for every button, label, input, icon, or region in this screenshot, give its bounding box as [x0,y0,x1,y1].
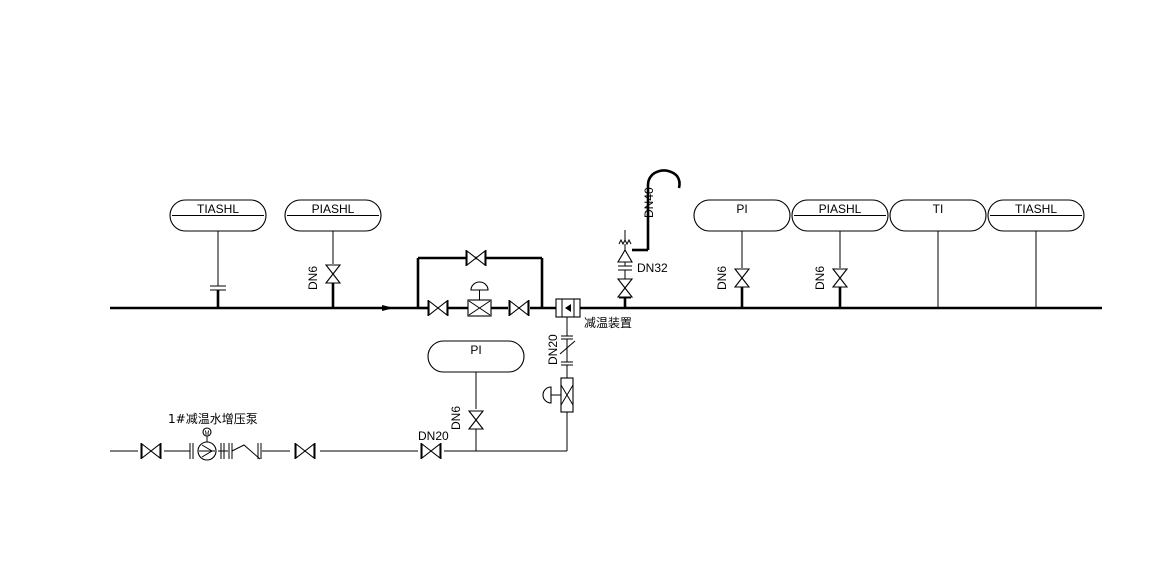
pump-label: 1#减温水增压泵 [168,412,258,426]
line-size-label: DN32 [637,261,668,275]
control-valve[interactable] [467,281,492,317]
root-valve[interactable] [734,268,750,288]
flow-arrow-icon [382,305,394,311]
desuperheater[interactable] [555,298,581,318]
riser-check-valve[interactable] [559,340,576,357]
vent-discharge-pipe [632,169,681,252]
line-size-label: DN6 [449,406,463,430]
root-valve[interactable] [468,410,484,430]
line-size-label: DN40 [642,187,656,218]
water-control-valve[interactable] [542,377,574,413]
vent-isolation-valve[interactable] [617,278,633,298]
line-size-label: DN20 [546,334,560,365]
instrument-tag: PI [736,202,747,216]
upstream-isolation-valve[interactable] [427,299,449,317]
instrument-piashl-2[interactable]: PIASHL [284,199,382,232]
thermowell-icon [210,285,226,308]
instrument-tiashl-1[interactable]: TIASHL [169,199,267,232]
safety-valve-icon[interactable] [617,230,633,263]
pump-suction-valve[interactable] [140,442,162,460]
motor-mark-icon: M [205,431,210,437]
pump-discharge-valve[interactable] [294,442,316,460]
root-valve[interactable] [325,264,341,284]
vent-line [619,297,631,308]
line-size-label: DN6 [813,266,827,290]
instrument-pi-3[interactable]: PI [693,199,791,232]
root-valve[interactable] [832,268,848,288]
water-isolation-valve[interactable] [420,442,442,460]
line-size-label: DN20 [418,429,449,443]
instrument-tag: PI [470,343,481,357]
instrument-tag: TIASHL [197,202,239,216]
instrument-pi-water[interactable]: PI [427,340,525,373]
main-steam-line [110,256,1102,310]
booster-pump[interactable]: M [189,427,225,461]
downstream-isolation-valve[interactable] [508,299,530,317]
instrument-tag: TI [933,202,944,216]
check-valve[interactable] [228,443,262,460]
line-size-label: DN6 [306,266,320,290]
water-line [110,412,568,452]
bypass-gate-valve[interactable] [465,249,487,267]
instrument-tag: TIASHL [1015,202,1057,216]
instrument-ti-5[interactable]: TI [889,199,987,232]
desuperheater-label: 减温装置 [584,316,632,330]
instrument-tag: PIASHL [312,202,355,216]
instrument-tag: PIASHL [819,202,862,216]
instrument-piashl-4[interactable]: PIASHL [791,199,889,232]
instrument-tiashl-6[interactable]: TIASHL [987,199,1085,232]
line-size-label: DN6 [715,266,729,290]
